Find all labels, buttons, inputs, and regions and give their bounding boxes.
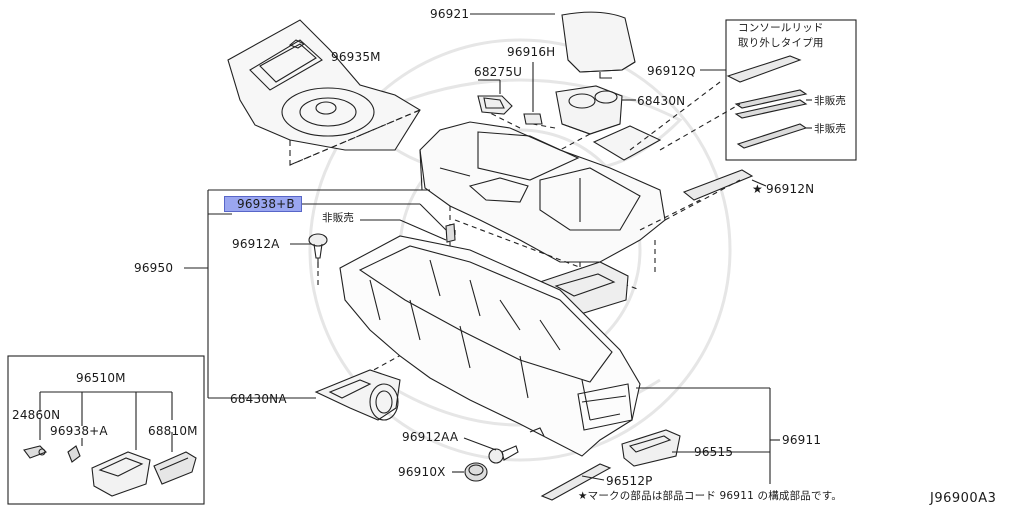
lid-variant-parts [726, 55, 812, 149]
label-96515: 96515 [694, 445, 734, 459]
label-96950: 96950 [134, 261, 174, 275]
footnote: ★マークの部品は部品コード 96911 の構成部品です。 [578, 490, 843, 502]
lid-box-title-line1: コンソールリッド [738, 22, 824, 34]
lid-variant-box [725, 19, 857, 161]
inset-leaders [39, 391, 173, 452]
switch-68810M [153, 451, 197, 485]
holder-68275U [477, 95, 513, 115]
lower-console-body [339, 235, 641, 457]
inset-box-96510M [7, 355, 205, 505]
label-96512P: 96512P [606, 474, 653, 488]
label-68810M: 68810M [148, 424, 198, 438]
lid-box-title-line2: 取り外しタイプ用 [738, 37, 824, 49]
label-96911: 96911 [782, 433, 822, 447]
duct-68430NA [314, 369, 401, 421]
label-96935M: 96935M [331, 50, 381, 64]
panel-96515 [621, 429, 681, 467]
label-96916H: 96916H [507, 45, 556, 59]
not-for-sale-note-3: 非販売 [322, 212, 355, 224]
label-96910X: 96910X [398, 465, 446, 479]
upper-console [419, 121, 666, 263]
shift-trim-panel [227, 19, 421, 151]
label-24860N: 24860N [12, 408, 61, 422]
star-mark-96912N: ★ [752, 182, 763, 196]
switch-24860N [23, 445, 47, 459]
part-96938A [67, 445, 81, 463]
label-68430N: 68430N [637, 94, 686, 108]
not-for-sale-note-2: 非販売 [814, 123, 847, 135]
label-96912AA: 96912AA [402, 430, 459, 444]
label-96912Q: 96912Q [647, 64, 696, 78]
label-96938A: 96938+A [50, 424, 108, 438]
tray-96510M [91, 451, 151, 497]
cup-holder-68430N [555, 85, 623, 135]
clip-96912AA [488, 445, 519, 464]
label-96938B-highlighted[interactable]: 96938+B [224, 196, 302, 212]
label-68430NA: 68430NA [230, 392, 287, 406]
not-for-sale-note-1: 非販売 [814, 95, 847, 107]
label-96912A: 96912A [232, 237, 280, 251]
cap-96910X [464, 462, 488, 482]
diagram-code: J96900A3 [930, 491, 997, 506]
label-96510M: 96510M [76, 371, 126, 385]
label-96921: 96921 [430, 7, 470, 21]
clip-96912A [308, 233, 328, 268]
label-96912N: 96912N [766, 182, 815, 196]
console-lid [561, 11, 636, 79]
label-68275U: 68275U [474, 65, 523, 79]
